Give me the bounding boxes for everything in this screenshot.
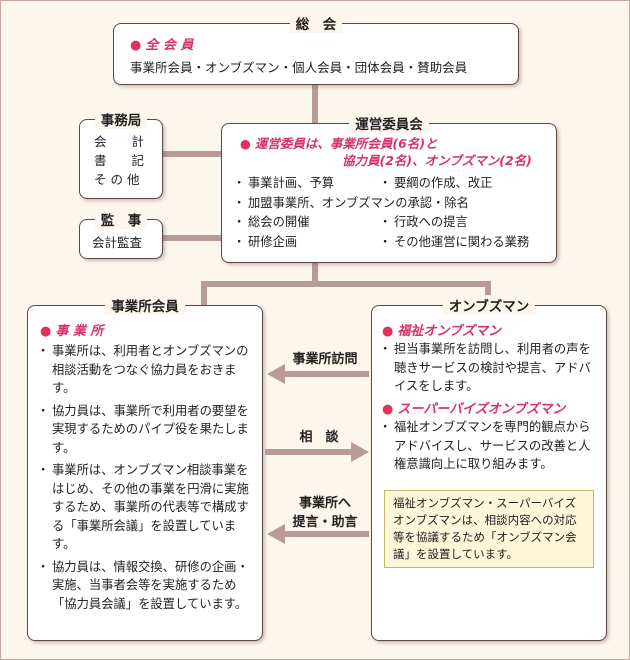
ombudsman-title: オンブズマン xyxy=(442,295,536,315)
super-bullet: 福祉オンブズマンを専門的観点からアドバイスし、サービスの改善と人権意識向上に取り… xyxy=(379,418,598,474)
business-sub-heading: 事 業 所 xyxy=(55,324,104,339)
secretariat-item: 書 記 xyxy=(94,153,145,168)
bullet-dot-icon: ● xyxy=(130,38,142,53)
steering-composition-line1: 運営委員は、事業所会員(6名)と xyxy=(254,136,438,151)
welfare-heading: 福祉オンブズマン xyxy=(397,324,501,339)
auditor-box: 監 事 会計監査 xyxy=(79,209,163,259)
secretariat-box: 事務局 会 計 書 記 そ の 他 xyxy=(79,109,163,199)
connector-auditor xyxy=(161,235,223,241)
members-heading: 全 会 員 xyxy=(145,38,194,53)
super-heading: スーパーバイズオンブズマン xyxy=(397,402,566,417)
arrow-consult-label: 相 談 xyxy=(299,430,339,445)
secretariat-item: そ の 他 xyxy=(94,172,140,187)
connector-horizontal xyxy=(201,281,491,287)
business-bullet: 協力員は、事業所で利用者の要望を実現するためのパイプ役を果たします。 xyxy=(37,402,254,458)
business-bullet: 協力員は、情報交換、研修の企画・実施、当事者会等を実施するため「協力員会議」を設… xyxy=(37,558,254,614)
steering-composition-line2: 協力員(2名)、オンブズマン(2名) xyxy=(342,153,532,168)
arrow-advice-label-line2: 提言・助言 xyxy=(292,515,358,530)
connector-steering-down xyxy=(312,263,318,285)
general-assembly-title: 総 会 xyxy=(289,13,343,33)
bullet-dot-icon: ● xyxy=(240,136,251,151)
general-assembly-box: 総 会 ●全 会 員 事業所会員・オンブズマン・個人会員・団体会員・賛助会員 xyxy=(113,13,519,85)
bullet-dot-icon: ● xyxy=(382,324,394,339)
arrow-visit-label: 事業所訪問 xyxy=(292,352,358,367)
connector-secretariat xyxy=(161,151,223,157)
members-list: 事業所会員・オンブズマン・個人会員・団体会員・賛助会員 xyxy=(130,60,468,75)
steering-title: 運営委員会 xyxy=(349,113,429,133)
connector-to-business xyxy=(201,281,207,311)
secretariat-title: 事務局 xyxy=(94,109,148,129)
steering-duty-left: 加盟事業所、オンブズマンの承認・除名 xyxy=(233,194,536,213)
steering-duty-left: 研修企画 xyxy=(233,233,391,252)
steering-duty-right: 行政への提言 xyxy=(379,213,552,232)
bullet-dot-icon: ● xyxy=(40,324,52,339)
steering-duty-left: 総会の開催 xyxy=(233,213,391,232)
arrow-advice-label-line1: 事業所へ xyxy=(298,496,351,511)
steering-duty-right: その他運営に関わる業務 xyxy=(379,233,552,252)
steering-duty-left: 事業計画、予算 xyxy=(233,174,391,193)
connector-general-to-steering xyxy=(312,85,318,125)
welfare-bullet: 担当事業所を訪問し、利用者の声を聴きサービスの検討や提言、アドバイスをします。 xyxy=(379,340,598,396)
auditor-title: 監 事 xyxy=(94,209,148,229)
secretariat-item: 会 計 xyxy=(94,134,145,149)
steering-committee-box: 運営委員会 ●運営委員は、事業所会員(6名)と 協力員(2名)、オンブズマン(2… xyxy=(221,113,557,263)
bullet-dot-icon: ● xyxy=(382,402,394,417)
business-bullet: 事業所は、利用者とオンブズマンの相談活動をつなぐ協力員をおきます。 xyxy=(37,342,254,398)
business-members-box: 事業所会員 ●事 業 所 事業所は、利用者とオンブズマンの相談活動をつなぐ協力員… xyxy=(27,295,263,641)
business-bullet: 事業所は、オンブズマン相談事業をはじめ、その他の事業を円滑に実施するため、事業所… xyxy=(37,461,254,554)
auditor-item: 会計監査 xyxy=(92,235,143,250)
ombudsman-box: オンブズマン ●福祉オンブズマン 担当事業所を訪問し、利用者の声を聴きサービスの… xyxy=(371,295,607,641)
ombudsman-note: 福祉オンブズマン・スーパーバイズオンブズマンは、相談内容への対応等を協議するため… xyxy=(384,490,594,568)
steering-duty-right: 要綱の作成、改正 xyxy=(379,174,552,193)
business-title: 事業所会員 xyxy=(105,295,185,315)
